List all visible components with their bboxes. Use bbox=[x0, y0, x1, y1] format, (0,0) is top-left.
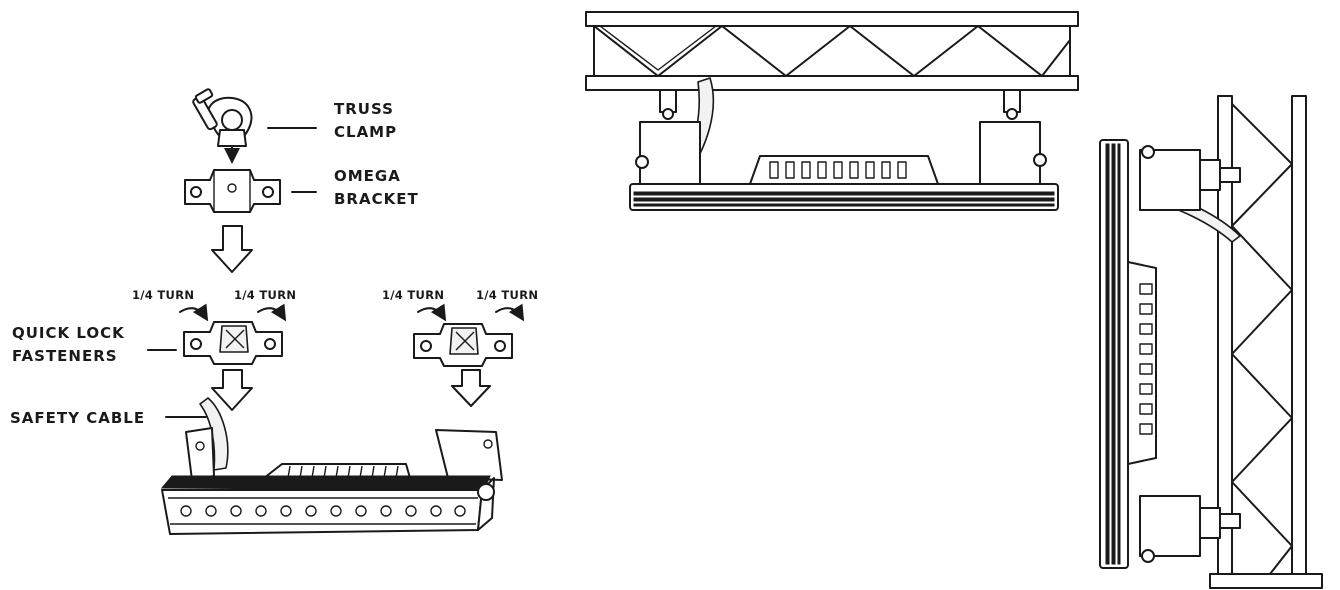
quarter-turn-label-4: 1/4 TURN bbox=[476, 288, 538, 302]
quarter-turn-label-2: 1/4 TURN bbox=[234, 288, 296, 302]
safety-cable-label: SAFETY CABLE bbox=[10, 409, 145, 427]
omega-bracket-icon bbox=[184, 169, 281, 213]
down-arrow-icon bbox=[211, 225, 253, 273]
quick-lock-fastener-icon bbox=[413, 323, 513, 367]
down-arrow-icon bbox=[451, 369, 491, 407]
rotate-arrow-icon bbox=[179, 303, 209, 322]
quick-lock-fastener-icon bbox=[183, 321, 283, 365]
truss-clamp-label-line2: CLAMP bbox=[334, 123, 397, 141]
top-heatsink-fins bbox=[769, 161, 907, 179]
light-bar-fixture bbox=[160, 397, 503, 535]
truss-clamp-icon bbox=[192, 88, 253, 164]
quick-lock-label-line1: QUICK LOCK bbox=[12, 324, 125, 342]
quarter-turn-label-3: 1/4 TURN bbox=[382, 288, 444, 302]
truss-clamp-label-line1: TRUSS bbox=[334, 100, 394, 118]
down-arrow-icon bbox=[211, 369, 253, 411]
rotate-arrow-icon bbox=[257, 303, 287, 322]
exploded-assembly: TRUSS CLAMP OMEGA BRACKET 1/4 TURN 1/4 T… bbox=[10, 88, 538, 535]
led-lenses bbox=[180, 505, 466, 517]
omega-bracket-label-line1: OMEGA bbox=[334, 167, 401, 185]
omega-bracket-label-line2: BRACKET bbox=[334, 190, 419, 208]
vertical-truss-mount bbox=[1099, 95, 1323, 589]
rotate-arrow-icon bbox=[417, 303, 447, 322]
horizontal-truss-mount bbox=[585, 11, 1079, 211]
rotate-arrow-icon bbox=[495, 303, 525, 322]
side-heatsink-fins bbox=[1139, 283, 1153, 435]
quick-lock-label-line2: FASTENERS bbox=[12, 347, 118, 365]
quarter-turn-label-1: 1/4 TURN bbox=[132, 288, 194, 302]
